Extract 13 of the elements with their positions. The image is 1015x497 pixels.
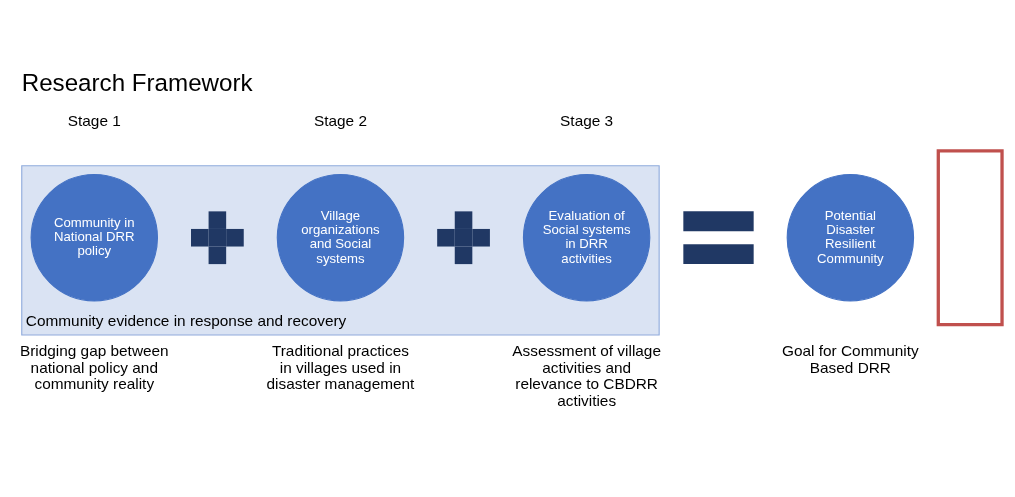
diagram-title: Research Framework	[21, 68, 253, 96]
node-label: Goal for Community Based DRR	[782, 341, 919, 376]
node-circle: Potential Disaster Resilient Community	[786, 173, 915, 301]
node-label: Assessment of village activities and relevance to CBDRR activities	[512, 341, 661, 409]
node-box	[936, 148, 1004, 326]
node-circle: Evaluation of Social systems in DRR activities	[522, 173, 651, 301]
node-label: Stage 3	[560, 111, 614, 129]
node-label: Stage 2	[313, 111, 367, 129]
node-circle: Community in National DRR policy	[30, 173, 159, 301]
node-label: Traditional practices in villages used in disaster management	[266, 341, 415, 392]
node-circle: Village organizations and Social systems	[276, 173, 405, 301]
node-label: Stage 1	[67, 111, 121, 129]
node-label: Bridging gap between national policy and community reality	[19, 341, 169, 392]
